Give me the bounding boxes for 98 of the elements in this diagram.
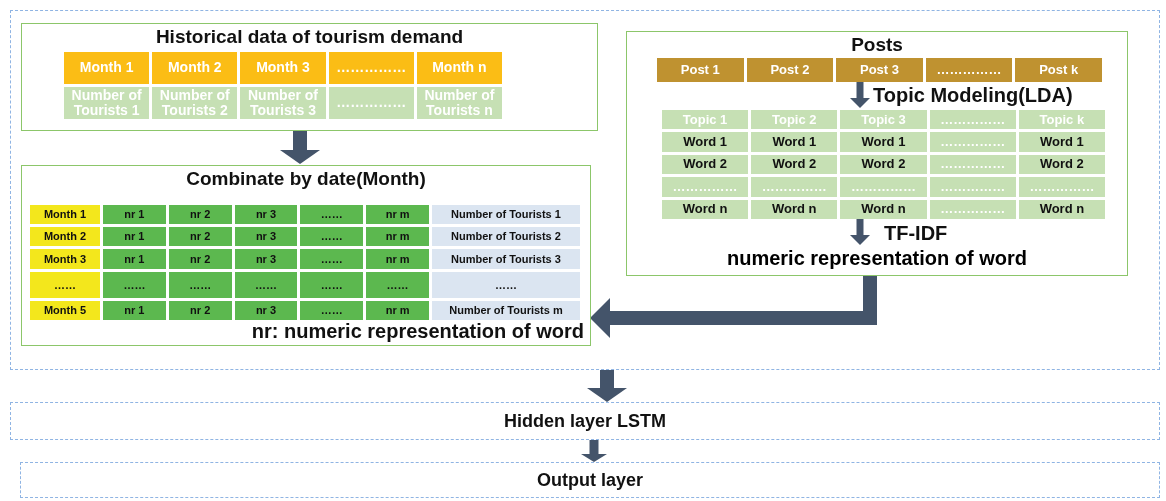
- table-cell: ……………: [751, 177, 838, 197]
- table-cell: ……………: [929, 154, 1016, 175]
- table-cell: Word 1: [751, 132, 838, 152]
- table-cell: Topic 3: [840, 110, 927, 130]
- table-cell: ……: [300, 227, 364, 246]
- table-cell: Word n: [1018, 199, 1105, 219]
- table-cell: nr 3: [234, 205, 298, 224]
- table-cell: Word 2: [751, 154, 838, 175]
- arrow: [280, 130, 320, 164]
- data-table: [662, 110, 1105, 219]
- table-cell: Word 2: [840, 154, 927, 175]
- table-cell: ……: [300, 301, 364, 320]
- panel-box: [626, 31, 1128, 276]
- data-table: [64, 52, 502, 120]
- table-cell: Topic 2: [751, 110, 838, 130]
- table-cell: Word n: [662, 199, 749, 219]
- layer-label: Output layer: [536, 469, 644, 491]
- table-cell: Word n: [840, 199, 927, 219]
- table-cell: Word n: [751, 199, 838, 219]
- table-cell: Word 2: [662, 154, 749, 175]
- arrow: [587, 370, 627, 402]
- table-cell: ……………: [662, 177, 749, 197]
- panel-box: [21, 23, 598, 131]
- table-cell: Number of Tourists 1: [64, 87, 150, 119]
- footnote-text: nr: numeric representation of word: [251, 320, 584, 343]
- table-cell: ……………: [328, 87, 414, 119]
- table-cell: ……………: [929, 177, 1016, 197]
- table-cell: Number of Tourists m: [432, 301, 580, 320]
- panel-heading: Combinate by date(Month): [185, 168, 427, 190]
- table-cell: nr m: [366, 227, 429, 246]
- table-cell: ……………: [929, 132, 1016, 152]
- table-cell: ……: [234, 272, 298, 298]
- table-cell: nr m: [366, 249, 429, 269]
- panel-box: [21, 165, 591, 346]
- table-cell: ……: [168, 272, 232, 298]
- table-cell: ……………: [840, 177, 927, 197]
- table-cell: Post k: [1015, 58, 1102, 82]
- table-cell: nr 1: [103, 301, 166, 320]
- table-cell: Number of Tourists 1: [432, 205, 580, 224]
- arrow: [581, 440, 607, 462]
- table-cell: Post 1: [657, 58, 744, 82]
- layer-box: [20, 462, 1160, 498]
- table-cell: ……: [300, 205, 364, 224]
- table-cell: nr 2: [168, 249, 232, 269]
- arrow: [850, 80, 870, 108]
- table-cell: ……………: [929, 199, 1016, 219]
- table-cell: Post 2: [746, 58, 834, 82]
- table-cell: Word 1: [1018, 132, 1105, 152]
- table-cell: Topic k: [1018, 110, 1105, 130]
- table-cell: nr 1: [103, 205, 166, 224]
- table-cell: Number of Tourists n: [416, 87, 502, 119]
- arrow: [590, 275, 877, 338]
- caption-text: numeric representation of word: [722, 247, 1032, 271]
- dashed-frame: [10, 10, 1160, 370]
- table-cell: Month 3: [240, 52, 326, 84]
- edge-label: Topic Modeling(LDA): [873, 84, 1073, 106]
- table-cell: nr 2: [168, 301, 232, 320]
- table-cell: Month 1: [64, 52, 150, 84]
- table-cell: ……………: [925, 58, 1013, 82]
- table-cell: Month n: [416, 52, 502, 84]
- table-cell: ……: [300, 249, 364, 269]
- table-cell: Month 3: [30, 249, 100, 269]
- table-cell: ……………: [1018, 177, 1105, 197]
- table-cell: nr 1: [103, 227, 166, 246]
- table-cell: ……: [366, 272, 429, 298]
- table-cell: nr 1: [103, 249, 166, 269]
- table-cell: nr 3: [234, 249, 298, 269]
- table-cell: Month 1: [30, 205, 100, 224]
- table-cell: nr m: [366, 205, 429, 224]
- table-cell: nr 3: [234, 227, 298, 246]
- table-cell: Month 2: [152, 52, 238, 84]
- panel-heading: Historical data of tourism demand: [154, 26, 465, 48]
- table-cell: Word 2: [1018, 154, 1105, 175]
- table-cell: Post 3: [836, 58, 923, 82]
- table-cell: ……………: [929, 110, 1016, 130]
- table-cell: nr m: [366, 301, 429, 320]
- table-cell: ……: [103, 272, 166, 298]
- table-cell: Month 2: [30, 227, 100, 246]
- table-cell: nr 2: [168, 205, 232, 224]
- table-cell: ……: [30, 272, 100, 298]
- table-cell: ……: [300, 272, 364, 298]
- data-table: [657, 58, 1102, 82]
- table-cell: nr 3: [234, 301, 298, 320]
- table-cell: Word 1: [662, 132, 749, 152]
- arrow: [850, 217, 870, 245]
- table-cell: Number of Tourists 2: [432, 227, 580, 246]
- panel-heading: Posts: [850, 34, 904, 56]
- table-cell: Topic 1: [662, 110, 749, 130]
- table-cell: Month 5: [30, 301, 100, 320]
- table-cell: Number of Tourists 3: [240, 87, 326, 119]
- table-cell: Word 1: [840, 132, 927, 152]
- layer-label: Hidden layer LSTM: [503, 410, 667, 432]
- table-cell: ……: [432, 272, 580, 298]
- table-cell: ……………: [328, 52, 414, 84]
- layer-box: [10, 402, 1160, 440]
- table-cell: Number of Tourists 2: [152, 87, 238, 119]
- table-cell: Number of Tourists 3: [432, 249, 580, 269]
- table-cell: nr 2: [168, 227, 232, 246]
